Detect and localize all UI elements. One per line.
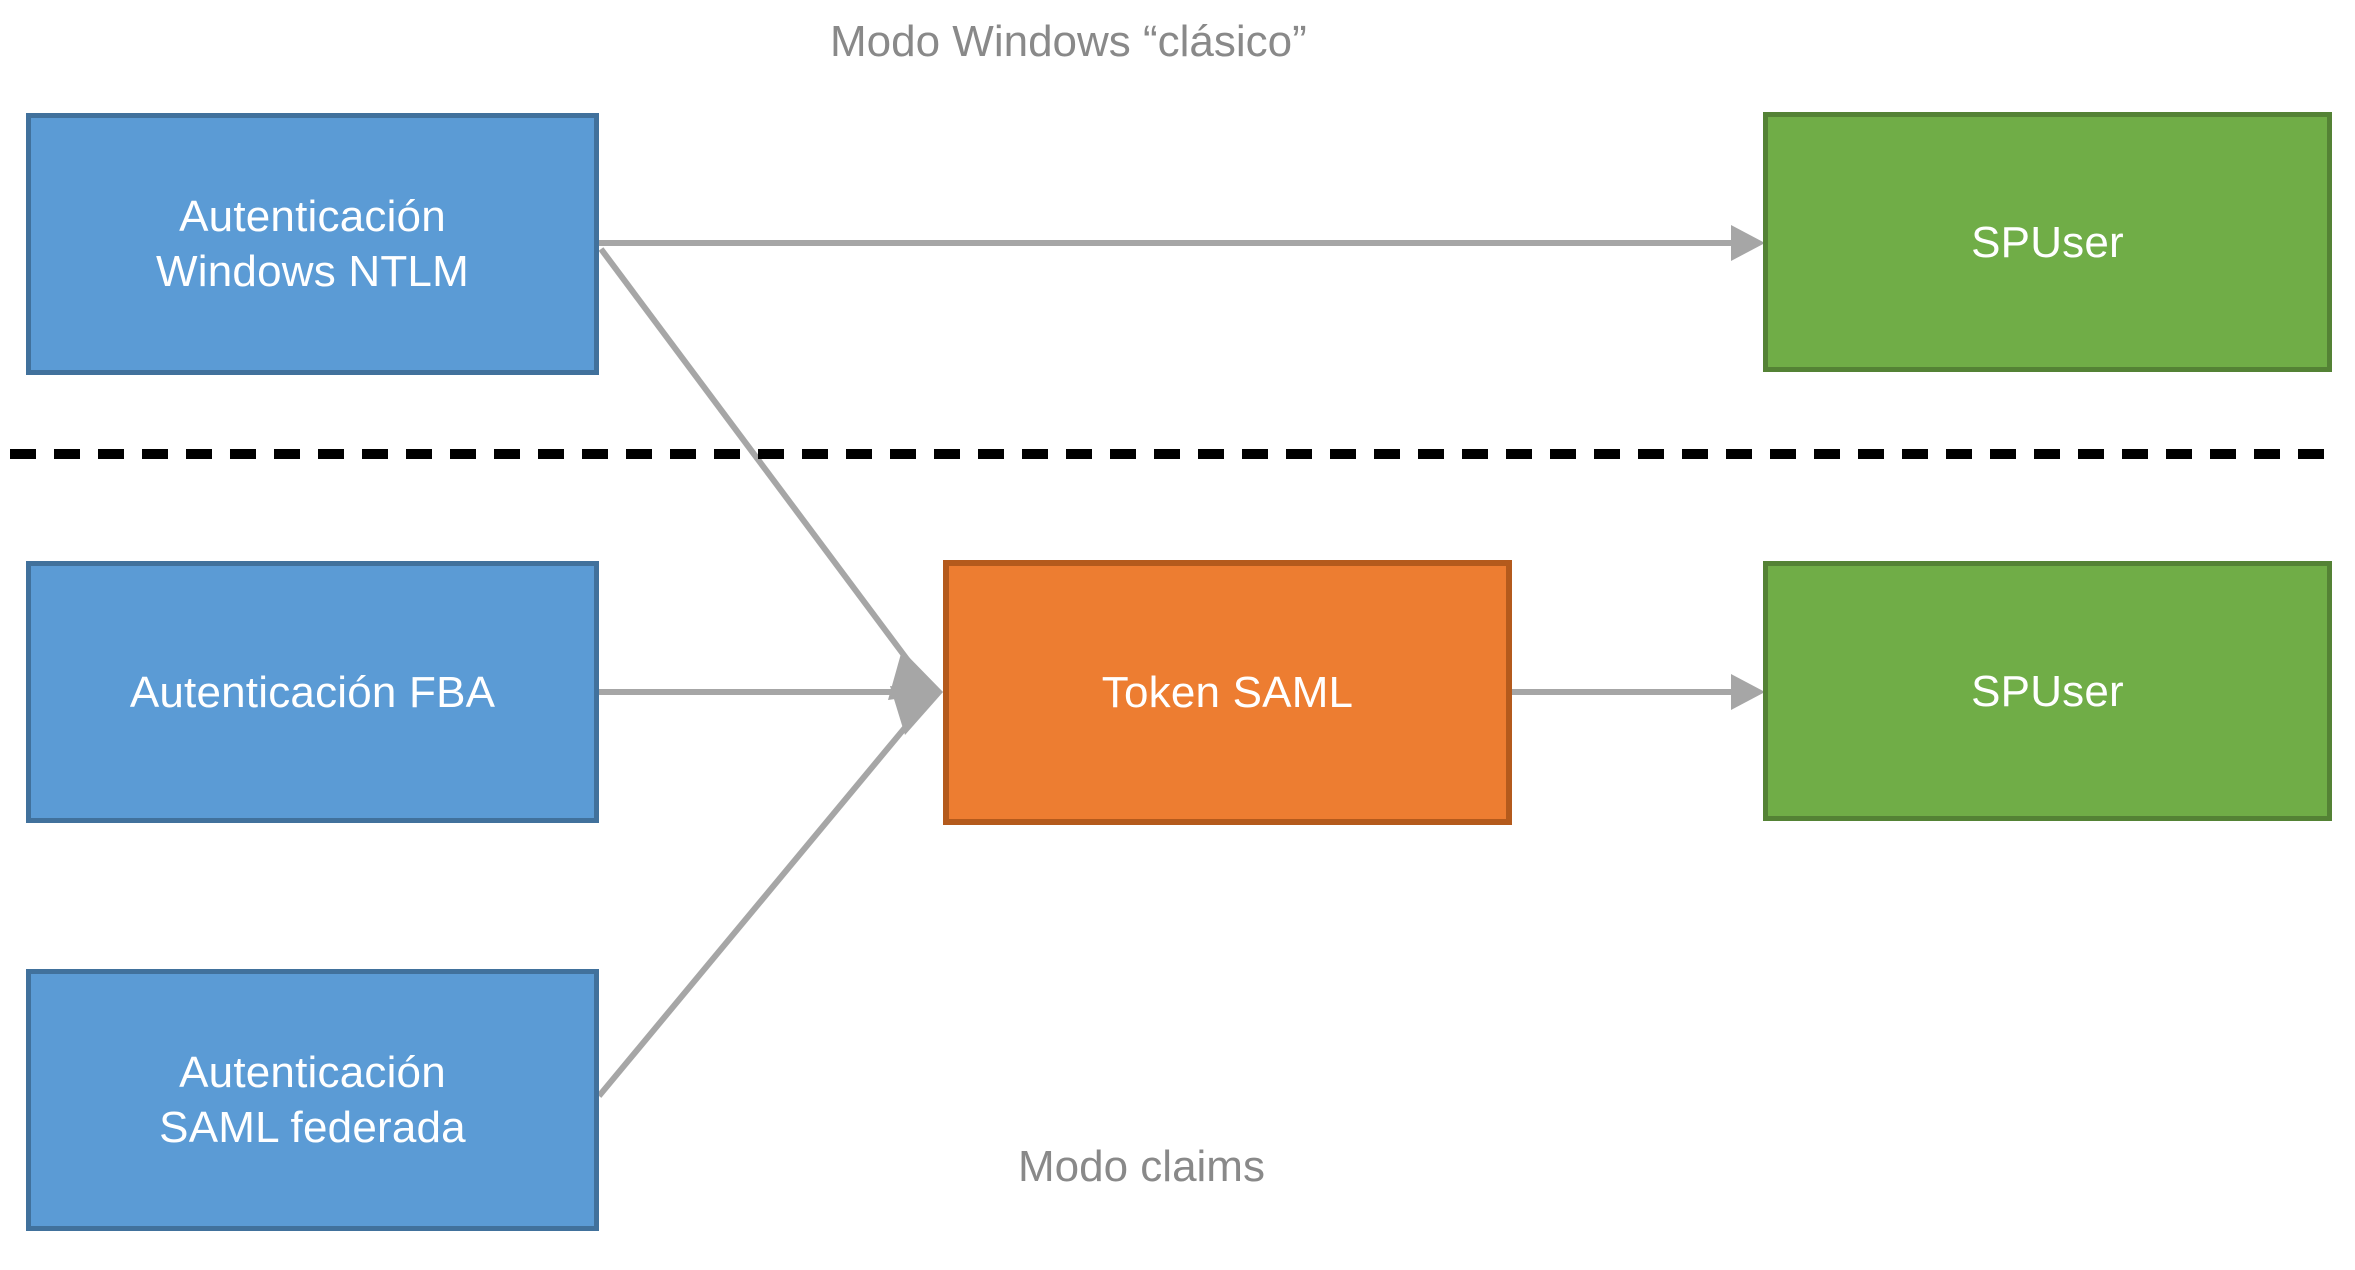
node-autenticacion-windows-ntlm[interactable]: Autenticación Windows NTLM (26, 113, 599, 375)
node-token-saml[interactable]: Token SAML (943, 560, 1512, 825)
edge-ntlm-to-spuser-top (599, 225, 1765, 261)
node-spuser-classic[interactable]: SPUser (1763, 112, 2332, 372)
node-spuser-claims[interactable]: SPUser (1763, 561, 2332, 821)
caption-claims-mode: Modo claims (1018, 1142, 1265, 1191)
edge-fba-to-token-saml (599, 668, 943, 716)
edge-saml-federada-to-token-saml (596, 686, 943, 1098)
caption-classic-mode: Modo Windows “clásico” (830, 17, 1307, 66)
edge-ntlm-to-token-saml (598, 247, 943, 700)
node-autenticacion-fba[interactable]: Autenticación FBA (26, 561, 599, 823)
edge-token-saml-to-spuser-bottom (1512, 674, 1765, 710)
node-autenticacion-saml-federada[interactable]: Autenticación SAML federada (26, 969, 599, 1231)
